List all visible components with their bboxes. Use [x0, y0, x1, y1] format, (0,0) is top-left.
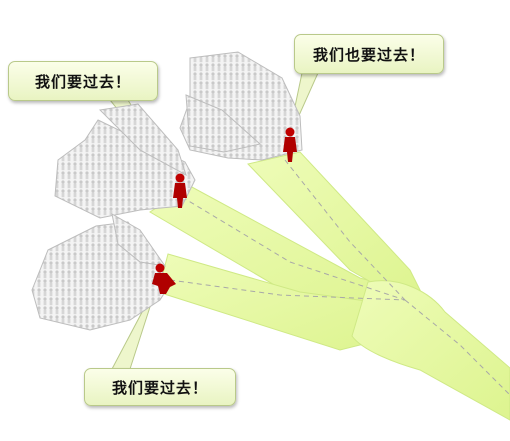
leader-top-left [173, 173, 187, 208]
crowd-group-bottom-left-arrow [111, 213, 167, 267]
callout-top-right: 我们也要过去！ [294, 34, 444, 74]
leader-body [152, 273, 176, 294]
leader-head [175, 173, 185, 183]
callout-top-right-text: 我们也要过去！ [312, 45, 425, 64]
callout-top-left: 我们要过去！ [8, 61, 158, 101]
road-merge [351, 280, 510, 421]
road-dash-upper [181, 196, 406, 301]
leader-body [173, 183, 187, 208]
callout-top-left-text: 我们要过去！ [34, 72, 131, 91]
crowd-group-bottom-left [31, 221, 171, 331]
crowd-group-left-top-arrow [98, 103, 187, 177]
callout-bottom: 我们要过去！ [84, 368, 236, 406]
leader-top-right [283, 127, 297, 162]
callout-bottom-text: 我们要过去！ [111, 378, 208, 397]
leader-head [155, 263, 165, 273]
road-dash-lower [169, 279, 406, 301]
road-dash-main [404, 299, 510, 396]
crowds [31, 51, 303, 331]
road-dash-right [284, 159, 406, 301]
leader-bottom-left [152, 263, 176, 294]
crowd-group-left-top [54, 119, 196, 219]
crowd-group-top-right-arrow [185, 94, 262, 153]
leader-head [285, 127, 295, 137]
leader-body [283, 137, 297, 162]
leaders [152, 127, 297, 294]
